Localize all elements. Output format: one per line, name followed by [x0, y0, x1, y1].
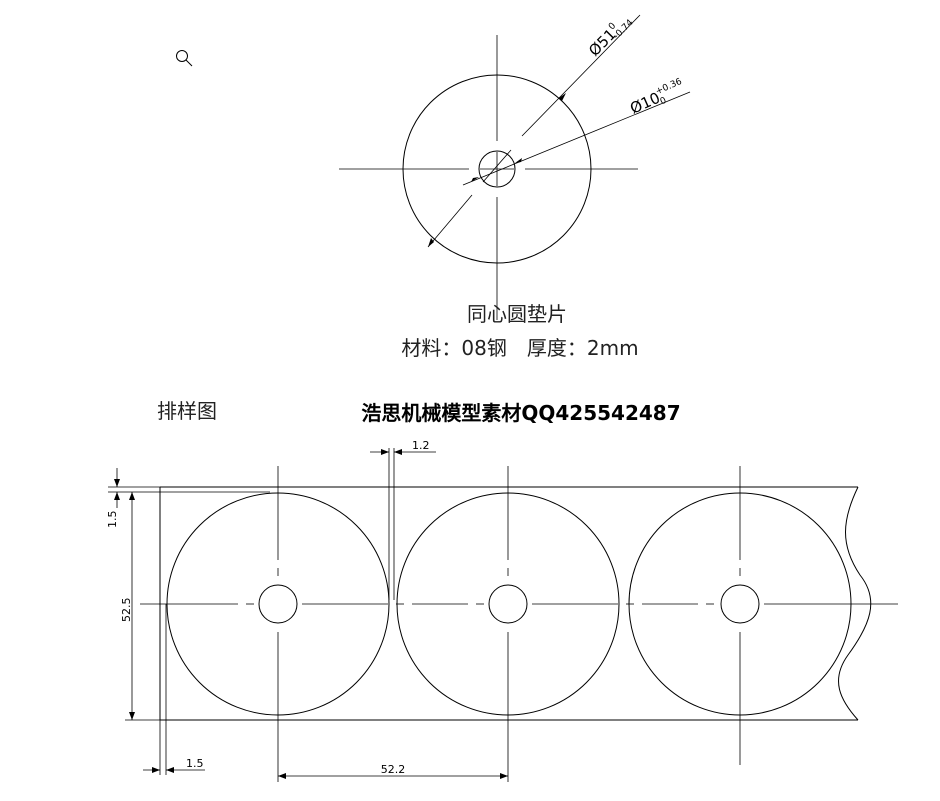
top-view: Ø51 0 -0.74 Ø10 +0.36 0	[339, 14, 691, 320]
edge-left-label: 1.5	[186, 757, 204, 770]
edge-top-label: 1.5	[106, 511, 119, 529]
outer-tol-lower: -0.74	[612, 18, 636, 42]
edge-left-dimension: 1.5	[143, 604, 205, 775]
inner-circle	[478, 150, 516, 188]
outer-tol-upper: 0	[607, 21, 618, 32]
layout-title: 排样图	[157, 399, 217, 423]
part-title: 同心圆垫片	[467, 302, 567, 326]
break-line	[838, 486, 872, 721]
pitch-dimension: 52.2	[278, 763, 508, 779]
inner-diameter-dimension	[462, 91, 691, 186]
inner-tol-lower: 0	[659, 96, 669, 108]
gap-dimension: 1.2	[370, 439, 436, 600]
edge-top-dimension: 1.5	[106, 468, 270, 528]
center-lines	[339, 35, 638, 320]
watermark: 浩思机械模型素材QQ425542487	[361, 401, 680, 425]
outer-diameter-dimension	[427, 14, 641, 248]
material-spec: 材料：08钢 厚度：2mm	[401, 336, 638, 360]
pitch-label: 52.2	[381, 763, 406, 776]
inner-tol-upper: +0.36	[654, 77, 684, 97]
magnifier-icon[interactable]	[176, 50, 193, 67]
gap-label: 1.2	[412, 439, 430, 452]
strip-width-dimension: 52.5	[120, 492, 160, 721]
strip-width-label: 52.5	[120, 598, 133, 623]
strip-layout: 1.2 1.5 52.5 1.5	[106, 439, 898, 782]
blank-center-lines	[277, 466, 741, 782]
